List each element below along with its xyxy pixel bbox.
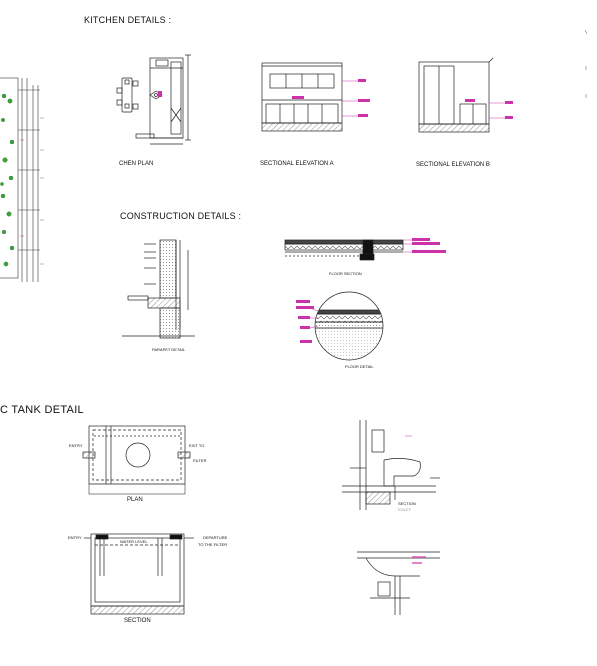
departure-label: DEPARTURE	[203, 535, 228, 540]
sectional-elevation-b-annotations	[465, 99, 513, 119]
floor-detail-annotations	[296, 300, 319, 343]
tank-detail-heading: C TANK DETAIL	[0, 404, 84, 416]
floor-detail-caption: FLOOR DETAIL	[345, 364, 374, 369]
floor-detail	[314, 291, 384, 361]
wash-basin-detail	[357, 551, 440, 615]
kitchen-plan-marker	[158, 91, 162, 97]
departure-label-2: TO THE FILTER	[198, 542, 228, 547]
tank-exit-label-2: FILTER	[193, 458, 207, 463]
site-plan-dimension-ticks	[40, 117, 44, 265]
tank-plan-caption: PLAN	[127, 497, 143, 503]
parapet-detail	[122, 239, 195, 339]
sectional-elevation-b	[418, 57, 494, 133]
site-plan-markers	[20, 139, 24, 237]
toilet-caption: TOILET	[397, 507, 411, 512]
parapet-detail-caption: PARAPET DETAIL	[152, 347, 186, 352]
tank-exit-label: EXIT TO	[189, 443, 205, 448]
kitchen-plan	[116, 54, 191, 145]
tank-section-entry-label: ENTRY	[68, 535, 82, 540]
sectional-elevation-b-caption: SECTIONAL ELEVATION B	[416, 162, 490, 168]
site-plan-fragment	[0, 77, 40, 282]
sectional-elevation-a-caption: SECTIONAL ELEVATION A	[260, 161, 334, 167]
sectional-elevation-a-annotations	[292, 79, 370, 117]
right-edge-fragment	[584, 29, 588, 98]
vegetation-marks	[0, 93, 15, 267]
water-level-label: WATER LEVEL	[120, 539, 148, 544]
tank-entry-label: ENTRY	[69, 443, 83, 448]
floor-section	[284, 239, 404, 261]
wash-basin-annotations	[412, 556, 426, 564]
toilet-section	[342, 420, 440, 510]
floor-section-annotations	[403, 238, 446, 253]
tank-section-caption: SECTION	[124, 618, 151, 624]
toilet-section-caption: SECTION	[398, 501, 416, 506]
floor-section-caption: FLOOR SECTION	[329, 271, 362, 276]
sectional-elevation-a	[261, 62, 343, 132]
tank-plan	[82, 425, 191, 495]
kitchen-details-heading: KITCHEN DETAILS :	[84, 15, 172, 25]
kitchen-plan-caption: CHEN PLAN	[119, 161, 154, 167]
construction-details-heading: CONSTRUCTION DETAILS :	[120, 211, 242, 221]
tank-section	[84, 533, 194, 615]
